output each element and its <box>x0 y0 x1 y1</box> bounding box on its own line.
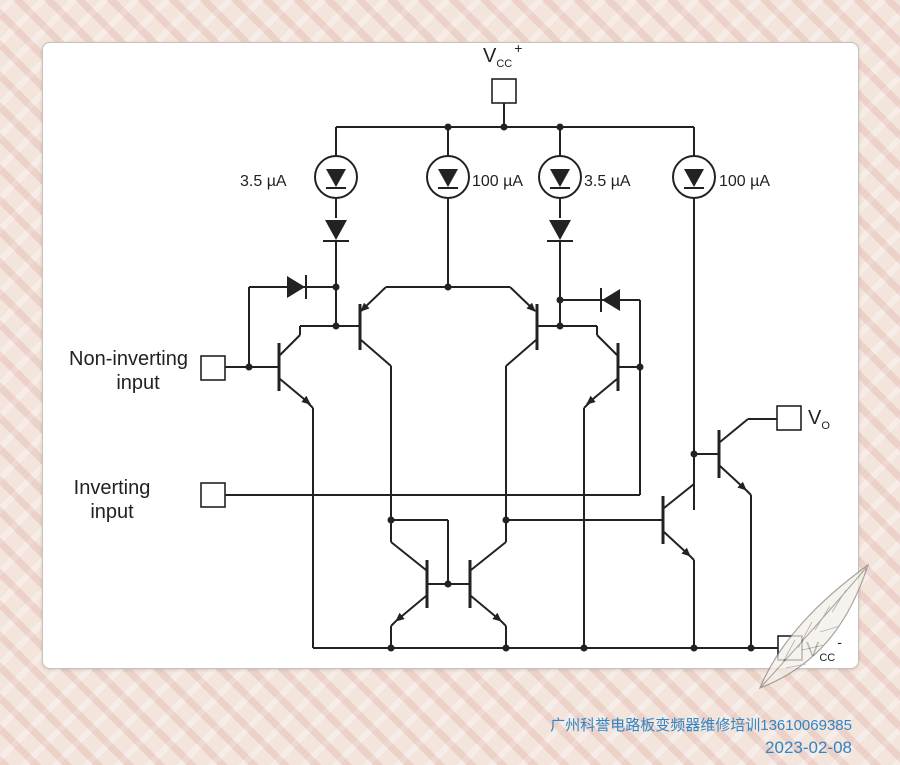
non-inverting-input-terminal <box>200 355 226 381</box>
schematic-panel <box>42 42 859 669</box>
leaf-sketch-decoration <box>758 563 870 690</box>
watermark-date: 2023-02-08 <box>765 738 852 757</box>
transistor-input-right <box>560 325 641 648</box>
vcc-positive-terminal <box>491 78 517 104</box>
transistor-input-left <box>225 325 336 648</box>
current-source-left-3-5ua <box>314 127 358 218</box>
current-label-center: 100 µA <box>472 173 523 190</box>
transistor-gain-stage <box>506 472 695 648</box>
current-mirror-right <box>428 520 507 648</box>
current-label-left: 3.5 µA <box>240 173 287 190</box>
junction-dots <box>245 123 755 652</box>
diode-left-clamp <box>248 275 336 367</box>
current-source-center-100ua <box>426 127 470 287</box>
transistor-pnp-right <box>448 286 560 520</box>
transistor-output <box>694 418 777 648</box>
transistor-pnp-left <box>336 286 448 520</box>
inverting-label-line2: input <box>90 501 134 523</box>
watermark-contact: 广州科誉电路板变频器维修培训13610069385 <box>550 717 852 734</box>
diode-right-clamp <box>560 288 641 367</box>
current-mirror-left <box>390 519 449 648</box>
output-label: VO <box>808 407 830 432</box>
current-source-output-100ua <box>672 127 716 510</box>
non-inverting-label-line2: input <box>116 372 160 394</box>
non-inverting-label-line1: Non-inverting <box>69 348 188 370</box>
diode-left-series <box>323 220 349 326</box>
current-source-right-3-5ua <box>538 127 582 218</box>
inverting-input-terminal <box>200 482 226 508</box>
output-terminal <box>776 405 802 431</box>
current-label-output: 100 µA <box>719 173 770 190</box>
current-label-right: 3.5 µA <box>584 173 631 190</box>
vcc-positive-label: VCC+ <box>483 40 522 70</box>
diode-right-series <box>547 220 573 326</box>
vcc-positive-rail <box>336 103 694 128</box>
inverting-label-line1: Inverting <box>74 477 151 499</box>
